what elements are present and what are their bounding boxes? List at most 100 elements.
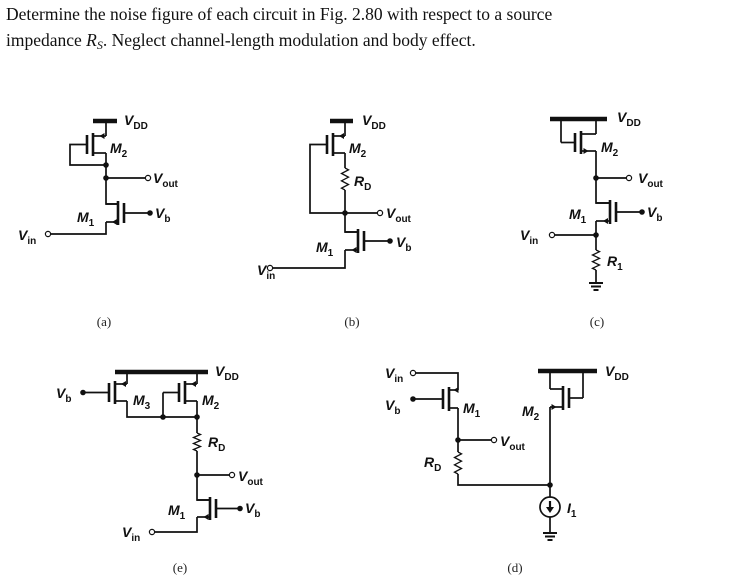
label-subscript: D xyxy=(364,182,371,193)
wire xyxy=(340,167,350,191)
label-subscript: 1 xyxy=(89,218,95,229)
label-subscript: out xyxy=(247,477,263,488)
label-subscript: DD xyxy=(626,118,640,129)
label-subscript: b xyxy=(164,214,170,225)
label-vin: Vin xyxy=(385,365,403,385)
label-main: V xyxy=(238,468,249,484)
resistor-rd xyxy=(191,432,203,452)
terminal-open-circle xyxy=(228,471,236,479)
label-subscript: b xyxy=(394,406,400,417)
terminal-open-circle xyxy=(625,174,633,182)
label-main: V xyxy=(56,385,67,401)
label-main: R xyxy=(354,173,365,189)
terminal-open-circle xyxy=(44,230,52,238)
arrow xyxy=(99,133,105,139)
label-subscript: 2 xyxy=(534,412,540,423)
label-vin: Vin xyxy=(122,524,140,544)
label-vb3: Vb xyxy=(56,385,71,405)
resistor-rd xyxy=(453,451,463,475)
label-subscript: DD xyxy=(133,121,147,132)
label-main: V xyxy=(18,227,29,243)
wire xyxy=(155,517,198,533)
problem-statement-line-2: impedance RS. Neglect channel-length mod… xyxy=(6,30,476,53)
label-main: V xyxy=(124,112,135,128)
circuit-c xyxy=(548,116,645,283)
label-vin: Vin xyxy=(18,227,36,247)
label-vout: Vout xyxy=(638,170,664,190)
label-r1: R1 xyxy=(607,253,623,273)
transistor-m1 xyxy=(345,229,390,253)
label-subscript: out xyxy=(162,179,178,190)
label-vb: Vb xyxy=(385,397,400,417)
label-vout: Vout xyxy=(238,468,264,488)
label-main: V xyxy=(638,170,649,186)
problem-statement-line-1: Determine the noise figure of each circu… xyxy=(6,4,553,24)
label-subscript: 1 xyxy=(180,511,186,522)
current-source-icon xyxy=(539,496,561,518)
label-vb: Vb xyxy=(396,234,411,254)
label-m1: M1 xyxy=(316,239,334,259)
transistor-m1 xyxy=(413,387,459,411)
label-vin: Vin xyxy=(520,227,538,247)
arrow xyxy=(191,381,196,387)
label-rd: RD xyxy=(208,434,225,454)
label-i1: I1 xyxy=(567,500,577,520)
label-subscript: in xyxy=(529,236,538,247)
wire xyxy=(51,222,107,235)
label-subscript: in xyxy=(394,374,403,385)
label-vb: Vb xyxy=(155,205,170,225)
label-main: M xyxy=(110,140,122,156)
label-m2: M2 xyxy=(110,140,128,160)
label-main: V xyxy=(617,109,628,125)
transistor-m2 xyxy=(550,386,583,410)
label-vout: Vout xyxy=(500,433,526,453)
arrow xyxy=(121,381,126,387)
label-subscript: D xyxy=(434,463,441,474)
label-main: V xyxy=(386,205,397,221)
label-main: R xyxy=(424,454,435,470)
arrow xyxy=(112,219,117,225)
label-subscript: DD xyxy=(614,372,628,383)
label-subscript: b xyxy=(254,509,260,520)
label-vdd: VDD xyxy=(362,112,386,132)
label-main: V xyxy=(647,204,658,220)
label-vout: Vout xyxy=(153,170,179,190)
label-subscript: 2 xyxy=(122,149,128,160)
arrow xyxy=(351,247,357,253)
node-dot xyxy=(160,414,166,420)
circuit-caption: (d) xyxy=(507,560,522,575)
label-main: M xyxy=(133,392,145,408)
label-vb: Vb xyxy=(647,204,662,224)
label-subscript: out xyxy=(509,442,525,453)
label-main: M xyxy=(168,502,180,518)
rs-symbol: R xyxy=(86,30,97,50)
label-vin: Vin xyxy=(257,262,275,282)
wire xyxy=(590,249,602,271)
label-main: M xyxy=(569,206,581,222)
label-subscript: out xyxy=(647,179,663,190)
label-rd: RD xyxy=(424,454,441,474)
transistor-m1 xyxy=(596,200,642,224)
transistor-m2 xyxy=(325,133,345,156)
transistor-m3 xyxy=(83,381,127,404)
circuit-caption: (a) xyxy=(97,314,111,329)
label-subscript: 1 xyxy=(617,262,623,273)
resistor-r1 xyxy=(590,249,602,271)
circuit-caption: (c) xyxy=(590,314,604,329)
label-main: M xyxy=(316,239,328,255)
label-main: V xyxy=(500,433,511,449)
label-m2: M2 xyxy=(522,403,540,423)
label-m2: M2 xyxy=(601,139,619,159)
label-vdd: VDD xyxy=(124,112,148,132)
wire xyxy=(126,401,197,418)
label-main: V xyxy=(385,397,396,413)
label-subscript: b xyxy=(656,213,662,224)
ground-icon xyxy=(589,282,603,291)
label-m1: M1 xyxy=(463,400,481,420)
label-main: V xyxy=(153,170,164,186)
current-arrow-head xyxy=(546,507,554,513)
label-main: M xyxy=(202,392,214,408)
label-subscript: 2 xyxy=(214,401,220,412)
label-subscript: DD xyxy=(224,372,238,383)
